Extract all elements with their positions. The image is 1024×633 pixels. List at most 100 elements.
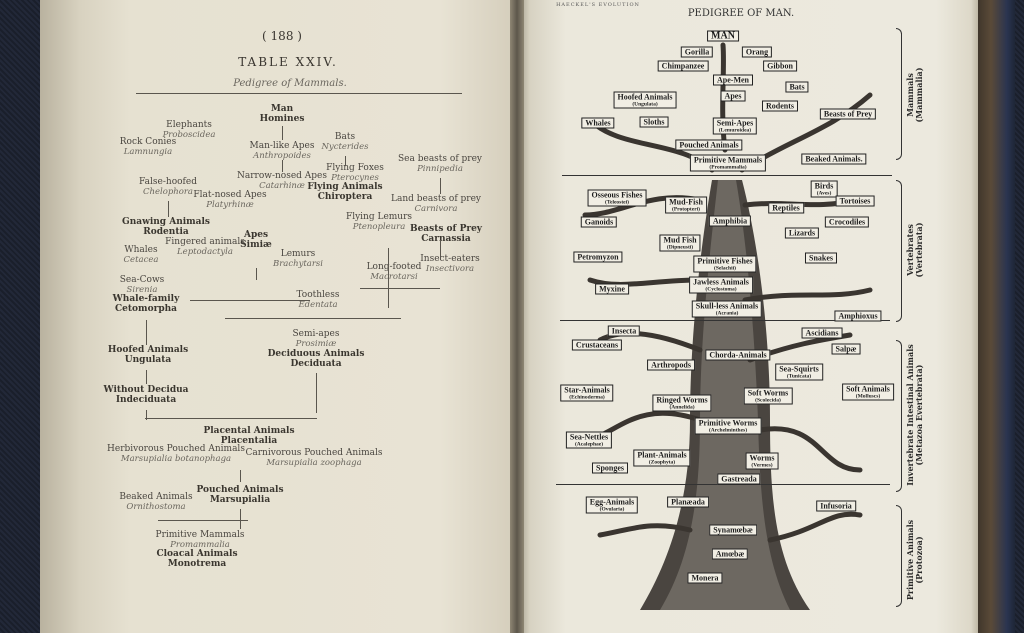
label-latin: (Dipneusti) [666, 244, 694, 251]
node-common-name: Land beasts of prey [390, 194, 482, 204]
divider-vertebrates [560, 320, 890, 321]
group-side-label: Invertebrate Intestinal Animals(Metazoa … [905, 344, 924, 486]
tree-label: Amphibia [708, 215, 752, 227]
tree-label: Plant-Animals(Zoophyta) [633, 449, 691, 467]
label-name: Infusoria [820, 501, 852, 511]
group-latin: (Protozoa) [914, 536, 924, 584]
node-latin-name: Rodentia [143, 227, 189, 237]
tree-label: Egg-Animals(Ovularia) [585, 496, 639, 514]
node-latin-name: Pterocynes [331, 173, 379, 183]
tree-label: Sea-Squirts(Tunicata) [775, 363, 823, 381]
running-head: HAECKEL'S EVOLUTION [556, 2, 640, 8]
tree-label: Snakes [804, 252, 838, 264]
node-latin-name: Placentalia [220, 436, 278, 446]
node-common-name: Flat-nosed Apes [193, 190, 267, 200]
node-latin-name: Promammalia [170, 540, 230, 550]
label-name: Reptiles [772, 203, 800, 213]
label-name: Rodents [765, 101, 795, 111]
label-name: Petromyzon [577, 252, 619, 262]
node-common-name: Flying Animals [307, 182, 383, 192]
tree-label: Sponges [591, 462, 629, 474]
node-common-name: Flying Foxes [326, 163, 384, 173]
node-latin-name: Indeciduata [115, 395, 177, 405]
connector-line [240, 509, 241, 529]
label-name: Chorda-Animals [709, 350, 767, 360]
tree-label: Whales [581, 117, 615, 129]
label-latin: (Protopteri) [671, 206, 700, 213]
label-name: Snakes [808, 253, 834, 263]
node-common-name: Pouched Animals [196, 485, 284, 495]
book-gutter [510, 0, 524, 633]
node-latin-name: Platyrhinæ [206, 200, 254, 210]
label-name: Beaked Animals. [805, 154, 863, 164]
label-name: Sea-Squirts [779, 364, 819, 374]
group-side-label: Mammals(Mammalia) [905, 68, 924, 123]
tree-label: Sea-Nettles(Acalephae) [565, 431, 613, 449]
tree-label: Primitive Mammals(Promammalia) [689, 154, 767, 172]
label-name: Myxine [599, 284, 625, 294]
node-common-name: Hoofed Animals [107, 345, 189, 355]
node-common-name: Deciduous Animals [267, 349, 365, 359]
label-name: Jawless Animals [693, 277, 749, 287]
label-latin: (Acrania) [715, 310, 739, 317]
label-name: Beasts of Prey [823, 109, 873, 119]
node-common-name: Man [270, 104, 294, 114]
node-common-name: Apes [243, 230, 269, 240]
tree-label: Chimpanzee [657, 60, 709, 72]
connector-line [168, 201, 169, 217]
node-latin-name: Pinnipedia [417, 164, 463, 174]
tree-label: Semi-Apes(Lemuroidea) [712, 117, 758, 135]
divider-invertebrates [556, 484, 890, 485]
node-latin-name: Cetacea [123, 255, 159, 265]
node-latin-name: Carnivora [414, 204, 458, 214]
connector-line [282, 160, 283, 172]
title-rule [136, 93, 462, 94]
tree-label: Beasts of Prey [819, 108, 877, 120]
label-name: Crustaceans [575, 340, 619, 350]
node-latin-name: Marsupialia zoophaga [266, 458, 362, 468]
node-common-name: Man-like Apes [249, 141, 315, 151]
node-common-name: Rock Conies [119, 137, 177, 147]
tree-label: Primitive Fishes(Selachii) [693, 255, 757, 273]
label-name: Amphibia [712, 216, 748, 226]
label-name: Sponges [595, 463, 625, 473]
label-name: Birds [814, 181, 834, 191]
node-common-name: Beasts of Prey [409, 224, 483, 234]
node-common-name: Cloacal Animals [156, 549, 238, 559]
node-common-name: False-hoofed [139, 177, 197, 187]
brace-protozoa [896, 505, 902, 607]
label-name: Gorilla [684, 47, 710, 57]
node-latin-name: Sirenia [126, 285, 158, 295]
tree-label: Pouched Animals [675, 139, 743, 151]
node-latin-name: Marsupialia botanophaga [120, 454, 232, 464]
node-common-name: Whale-family [112, 294, 180, 304]
label-name: Salpæ [835, 344, 857, 354]
tree-label: Ringed Worms(Annelida) [652, 394, 712, 412]
tree-label: Synamœbæ [709, 524, 757, 536]
label-name: Monera [691, 573, 719, 583]
label-name: Synamœbæ [713, 525, 753, 535]
brace-invertebrates [896, 340, 902, 492]
label-name: Mud-Fish [669, 197, 703, 207]
tree-label: Primitive Worms(Archelminthes) [694, 417, 762, 435]
node-latin-name: Anthropoides [253, 151, 311, 161]
label-name: Osseous Fishes [591, 190, 643, 200]
label-name: Sloths [643, 117, 665, 127]
node-latin-name: Ornithostoma [126, 502, 186, 512]
label-latin: (Tunicata) [786, 373, 812, 380]
